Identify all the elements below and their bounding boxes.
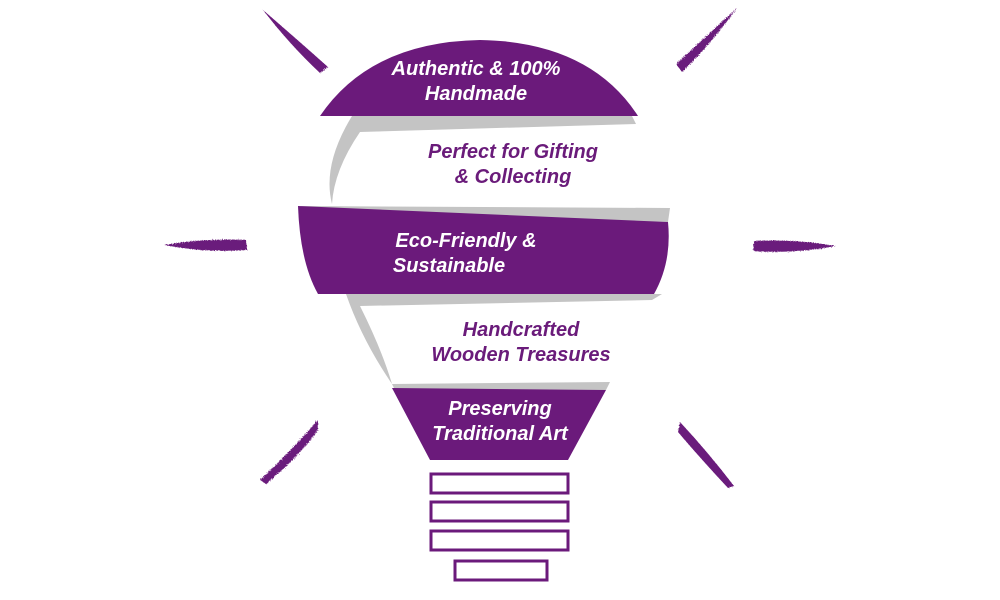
ray-top-left xyxy=(263,10,328,73)
segment-middle xyxy=(298,206,669,294)
label-line: Preserving xyxy=(448,398,552,420)
base-bar xyxy=(429,529,570,552)
bulb-base xyxy=(429,472,570,582)
segment-label-authentic: Authentic & 100% Handmade xyxy=(376,57,576,107)
ray-left xyxy=(164,239,247,251)
label-line: Eco-Friendly & xyxy=(395,230,537,252)
bulb-shade-upper xyxy=(329,116,636,204)
light-rays xyxy=(164,8,836,488)
label-line: Perfect for Gifting xyxy=(427,141,598,163)
label-line: Authentic & 100% xyxy=(391,58,561,80)
label-line: Handmade xyxy=(424,83,528,105)
segment-neck xyxy=(392,388,606,460)
label-line: Sustainable xyxy=(392,255,506,277)
base-bar xyxy=(429,500,570,523)
base-bar xyxy=(453,559,549,582)
bulb-shade-lower xyxy=(346,294,662,384)
label-line: & Collecting xyxy=(454,166,572,188)
label-line: Traditional Art xyxy=(432,423,568,445)
base-bar xyxy=(429,472,570,495)
ray-bottom-left xyxy=(260,420,318,484)
segment-label-handcrafted: Handcrafted Wooden Treasures xyxy=(410,318,632,368)
ray-top-right xyxy=(676,8,737,72)
segment-top xyxy=(320,40,638,116)
label-line: Wooden Treasures xyxy=(431,344,611,366)
segment-label-gifting: Perfect for Gifting & Collecting xyxy=(402,140,624,190)
ray-bottom-right xyxy=(678,422,734,488)
segment-label-preserving: Preserving Traditional Art xyxy=(410,397,590,447)
ray-right xyxy=(753,240,836,252)
label-line: Handcrafted xyxy=(462,319,580,341)
bulb-shade-mid xyxy=(300,206,670,222)
segment-label-eco: Eco-Friendly & Sustainable xyxy=(368,229,564,279)
